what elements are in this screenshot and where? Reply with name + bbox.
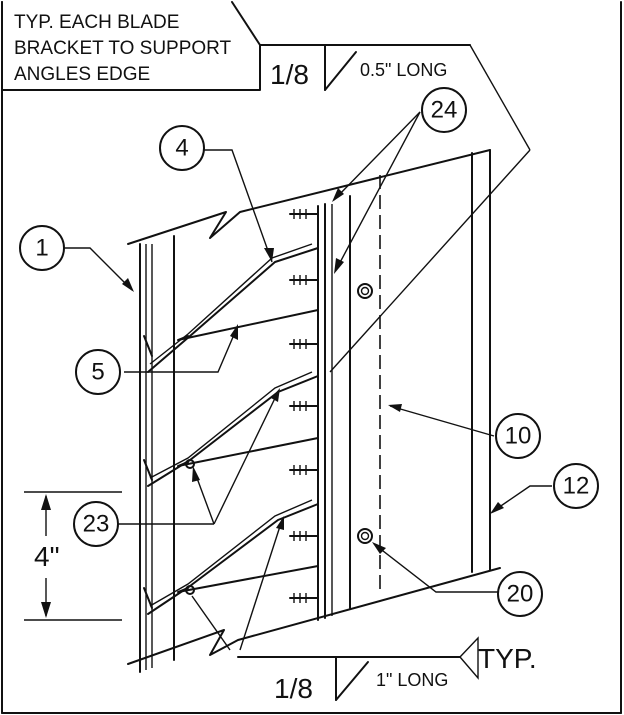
left-frame-member [139,235,175,673]
fastener [289,531,319,541]
callout-23-number: 23 [83,511,110,538]
leaders [64,111,552,651]
callout-20-number: 20 [507,581,534,608]
callout-4: 4 [159,125,205,171]
fastener [289,339,319,349]
note-line-1: TYP. EACH BLADE [14,12,179,33]
weld-symbol-bottom: 1/8 1" LONG TYP. [237,636,537,704]
callout-23: 23 [73,501,119,547]
callout-4-number: 4 [175,135,188,162]
top-break-line [127,149,491,245]
blade-top [143,243,319,373]
fastener [289,593,319,603]
callout-12: 12 [553,463,599,509]
weld-bottom-size: 1/8 [274,673,313,704]
callout-24-number: 24 [431,97,458,124]
callout-1-number: 1 [35,235,48,262]
blade-bottom [143,499,319,615]
callout-5: 5 [75,349,121,395]
callout-24: 24 [421,87,467,133]
note-box: TYP. EACH BLADE BRACKET TO SUPPORT ANGLE… [1,1,261,91]
fastener [289,275,319,285]
callout-10: 10 [495,413,541,459]
support-angle [317,149,491,621]
bolt-holes [357,283,373,544]
weld-bottom-typ: TYP. [478,643,537,674]
fasteners [289,209,319,603]
callout-12-number: 12 [563,473,590,500]
fastener [289,209,319,219]
blade-middle [143,371,319,487]
callout-5-number: 5 [91,359,104,386]
bottom-break-line [127,567,501,665]
fastener [289,465,319,475]
note-line-2: BRACKET TO SUPPORT [14,38,232,59]
weld-bottom-length: 1" LONG [376,670,448,690]
dimension-value: 4" [34,541,60,572]
callout-20: 20 [497,571,543,617]
dimension-4in: 4" [24,491,122,621]
fastener [289,401,319,411]
weld-symbol-top: 1/8 0.5" LONG [259,44,531,373]
callout-1: 1 [19,225,65,271]
callout-10-number: 10 [505,423,532,450]
weld-top-size: 1/8 [270,59,309,90]
note-line-3: ANGLES EDGE [14,64,150,85]
weld-top-length: 0.5" LONG [360,60,447,80]
